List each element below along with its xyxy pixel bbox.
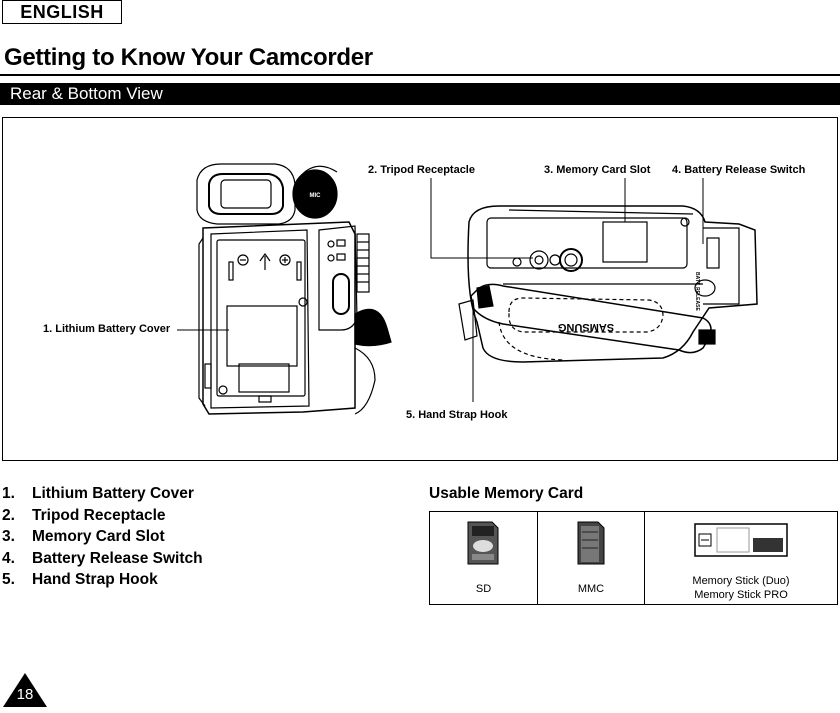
memory-stick-icon (694, 523, 788, 557)
mmc-card-icon (577, 521, 605, 565)
parts-list: 1.Lithium Battery Cover 2.Tripod Recepta… (2, 483, 203, 591)
sd-card-icon (467, 521, 499, 565)
card-cell-mmc: MMC (538, 512, 645, 604)
list-item: 4.Battery Release Switch (2, 549, 203, 567)
list-item: 3.Memory Card Slot (2, 528, 165, 546)
card-cell-memory-stick: Memory Stick (Duo) Memory Stick PRO (645, 512, 837, 604)
card-label-memory-stick-duo: Memory Stick (Duo) (692, 575, 790, 587)
card-label-sd: SD (475, 583, 492, 595)
callout-memory-card-slot: 3. Memory Card Slot (544, 164, 651, 176)
page-number-text: 18 (16, 686, 34, 703)
section-title: Rear & Bottom View (10, 84, 163, 103)
callout-battery-cover: 1. Lithium Battery Cover (43, 323, 171, 335)
page-title: Getting to Know Your Camcorder (4, 44, 373, 71)
list-item: 2.Tripod Receptacle (2, 506, 166, 524)
card-label-memory-stick-pro: Memory Stick PRO (694, 589, 788, 601)
language-tab: ENGLISH (2, 0, 122, 24)
memory-card-table: SD MMC Memory Stick (Duo) Memory Stick P… (429, 511, 838, 605)
list-item: 5.Hand Strap Hook (2, 571, 158, 589)
rear-view-camcorder (196, 163, 392, 415)
brand-label: SAMSUNG (558, 321, 614, 333)
card-cell-sd: SD (430, 512, 538, 604)
callout-leaders (177, 178, 704, 402)
camcorder-illustration: MIC SAMSUNG BATT. RELEASE (177, 163, 758, 415)
usable-memory-title: Usable Memory Card (429, 485, 584, 502)
callout-hand-strap-hook: 5. Hand Strap Hook (406, 409, 508, 421)
page-number: 18 (2, 672, 48, 708)
page-number-triangle (3, 673, 47, 707)
list-item: 1.Lithium Battery Cover (2, 485, 194, 502)
card-label-mmc: MMC (577, 583, 605, 595)
callout-tripod-receptacle: 2. Tripod Receptacle (368, 164, 475, 176)
bottom-view-camcorder (458, 205, 758, 363)
camcorder-figure: MIC SAMSUNG BATT. RELEASE 1. Lithium Bat… (2, 117, 838, 461)
callout-battery-release-switch: 4. Battery Release Switch (672, 164, 806, 176)
mic-label: MIC (310, 193, 322, 199)
switch-label: BATT. RELEASE (694, 272, 700, 311)
section-header: Rear & Bottom View (0, 83, 840, 105)
title-divider (0, 74, 840, 76)
